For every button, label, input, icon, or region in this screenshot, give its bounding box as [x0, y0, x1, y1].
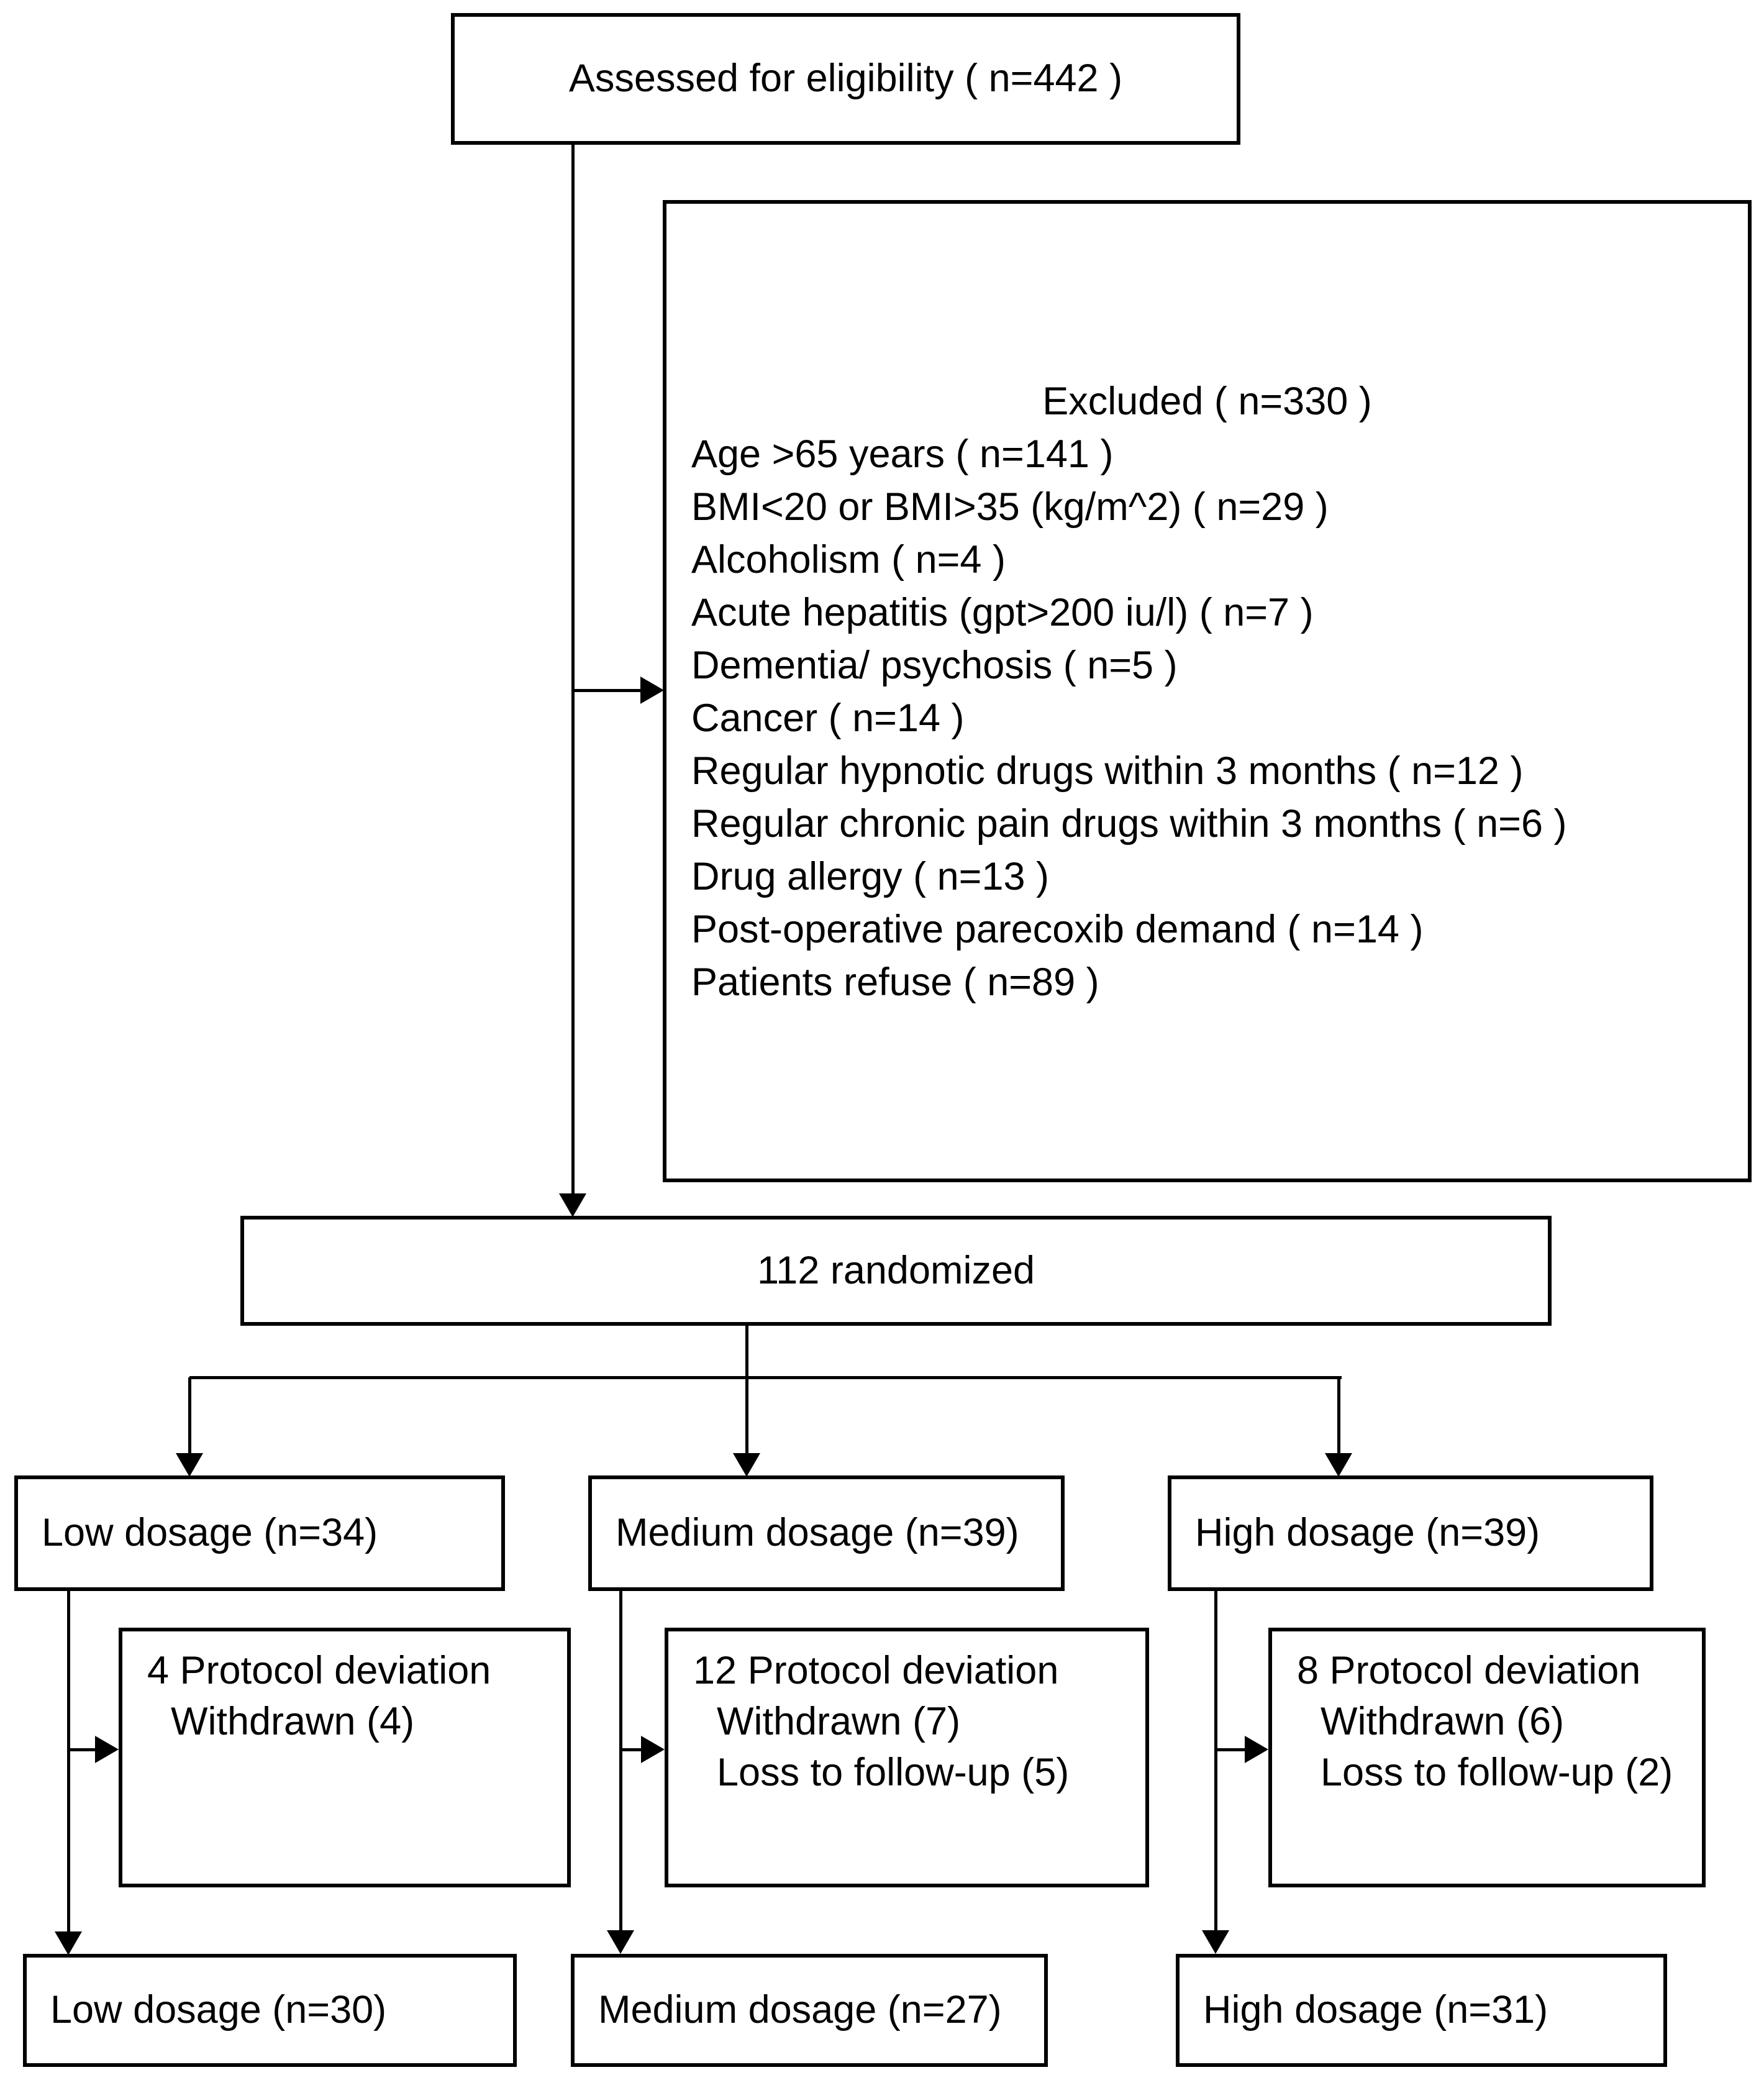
rail-high	[1214, 1590, 1217, 1930]
allocation-medium-label: Medium dosage (n=39)	[616, 1511, 1019, 1555]
connector-drop-medium	[745, 1377, 748, 1453]
final-box-low: Low dosage (n=30)	[23, 1954, 517, 2067]
arrowhead-into-allocation-high	[1325, 1453, 1352, 1477]
branch-medium-deviation	[621, 1748, 641, 1751]
excluded-reason: BMI<20 or BMI>35 (kg/m^2) ( n=29 )	[691, 485, 1329, 529]
arrowhead-into-allocation-low	[176, 1453, 203, 1477]
arrowhead-into-final-low	[55, 1931, 82, 1955]
deviation-line: Loss to follow-up (5)	[717, 1751, 1070, 1794]
connector-randomized-down	[745, 1326, 748, 1379]
arrowhead-into-final-high	[1202, 1930, 1229, 1954]
arrowhead-into-deviation-high	[1245, 1736, 1268, 1763]
excluded-reason: Regular hypnotic drugs within 3 months (…	[691, 749, 1524, 793]
arrowhead-into-excluded	[640, 677, 664, 704]
excluded-reason: Dementia/ psychosis ( n=5 )	[691, 644, 1178, 687]
excluded-reason: Drug allergy ( n=13 )	[691, 855, 1050, 898]
excluded-reason: Cancer ( n=14 )	[691, 696, 965, 740]
connector-branch-to-excluded	[573, 689, 640, 692]
final-box-medium: Medium dosage (n=27)	[571, 1954, 1048, 2067]
excluded-reason: Post-operative parecoxib demand ( n=14 )	[691, 908, 1424, 951]
rail-low	[67, 1590, 70, 1931]
deviation-line: 8 Protocol deviation	[1297, 1649, 1641, 1692]
arrowhead-into-deviation-medium	[641, 1736, 665, 1763]
assessed-box: Assessed for eligibility ( n=442 )	[451, 13, 1240, 145]
deviation-line: Loss to follow-up (2)	[1321, 1751, 1673, 1794]
branch-low-deviation	[68, 1748, 95, 1751]
arrowhead-into-allocation-medium	[733, 1453, 760, 1477]
final-high-label: High dosage (n=31)	[1203, 1988, 1548, 2032]
allocation-low-label: Low dosage (n=34)	[42, 1511, 378, 1555]
allocation-box-high: High dosage (n=39)	[1168, 1475, 1653, 1591]
allocation-box-low: Low dosage (n=34)	[14, 1475, 505, 1591]
branch-high-deviation	[1216, 1748, 1245, 1751]
deviation-line: Withdrawn (4)	[171, 1700, 415, 1743]
excluded-box: Excluded ( n=330 ) Age >65 years ( n=141…	[663, 200, 1752, 1182]
final-box-high: High dosage (n=31)	[1176, 1954, 1667, 2067]
deviation-line: Withdrawn (7)	[717, 1700, 961, 1743]
final-low-label: Low dosage (n=30)	[50, 1988, 387, 2032]
connector-assessed-to-randomized	[571, 145, 575, 1193]
arrowhead-into-deviation-low	[95, 1736, 119, 1763]
deviation-line: 4 Protocol deviation	[147, 1649, 491, 1692]
randomized-box: 112 randomized	[240, 1216, 1552, 1326]
connector-drop-high	[1337, 1377, 1340, 1453]
excluded-title: Excluded ( n=330 )	[1042, 380, 1372, 423]
arrowhead-into-randomized	[559, 1193, 586, 1217]
allocation-high-label: High dosage (n=39)	[1195, 1511, 1540, 1555]
excluded-reason: Patients refuse ( n=89 )	[691, 960, 1099, 1004]
rail-medium	[619, 1590, 622, 1930]
deviation-line: Withdrawn (6)	[1321, 1700, 1565, 1743]
assessed-label: Assessed for eligibility ( n=442 )	[568, 57, 1123, 101]
final-medium-label: Medium dosage (n=27)	[598, 1988, 1002, 2032]
connector-distributor-rail	[189, 1376, 1342, 1379]
excluded-reason-list: Age >65 years ( n=141 ) BMI<20 or BMI>35 …	[666, 428, 1748, 1009]
connector-drop-low	[188, 1377, 191, 1453]
excluded-reason: Regular chronic pain drugs within 3 mont…	[691, 802, 1567, 846]
excluded-reason: Alcoholism ( n=4 )	[691, 538, 1006, 581]
excluded-reason: Acute hepatitis (gpt>200 iu/l) ( n=7 )	[691, 591, 1314, 634]
randomized-label: 112 randomized	[757, 1248, 1035, 1292]
allocation-box-medium: Medium dosage (n=39)	[588, 1475, 1065, 1591]
excluded-reason: Age >65 years ( n=141 )	[691, 432, 1114, 476]
deviation-line: 12 Protocol deviation	[693, 1649, 1059, 1692]
arrowhead-into-final-medium	[607, 1930, 634, 1954]
